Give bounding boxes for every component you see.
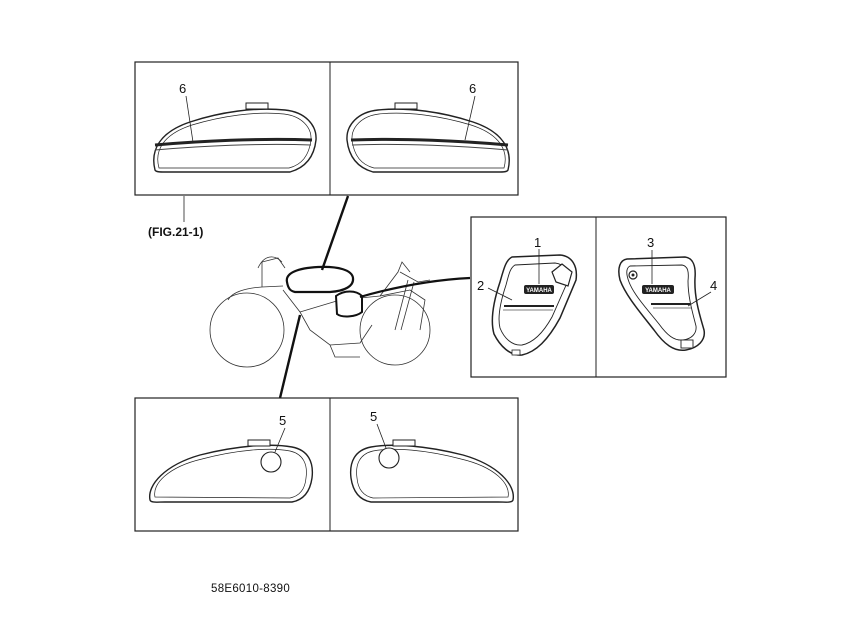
svg-text:6: 6	[179, 81, 186, 96]
tank-emblem-right	[378, 447, 400, 469]
side-cover-panel	[470, 216, 727, 378]
part-number: 58E6010-8390	[211, 583, 290, 595]
figure-reference: (FIG.21-1)	[148, 196, 203, 239]
callout-5-left: 5	[274, 413, 286, 453]
callout-2: 2	[477, 278, 513, 301]
svg-text:5: 5	[370, 409, 377, 424]
tank-right-plain	[349, 439, 515, 503]
tank-left-plain	[148, 439, 314, 503]
svg-text:2: 2	[477, 278, 484, 293]
top-panel	[134, 61, 519, 196]
callout-6-right: 6	[464, 81, 476, 141]
callout-5-right: 5	[370, 409, 387, 449]
callout-3: 3	[647, 235, 654, 284]
tank-right-striped	[345, 101, 511, 174]
emblem-badge-left	[524, 285, 554, 294]
tank-left-striped	[152, 101, 318, 174]
svg-text:6: 6	[469, 81, 476, 96]
bottom-panel	[134, 397, 519, 532]
motorcycle-outline	[209, 256, 431, 368]
side-cover-right: YAMAHA	[618, 256, 706, 352]
side-cover-left: YAMAHA	[491, 254, 578, 356]
emblem-badge-right	[642, 285, 674, 294]
svg-text:YAMAHA: YAMAHA	[645, 288, 671, 294]
callout-4: 4	[687, 278, 717, 307]
svg-text:(FIG.21-1): (FIG.21-1)	[148, 225, 203, 239]
svg-text:4: 4	[710, 278, 717, 293]
callout-6-left: 6	[179, 81, 194, 143]
leader-line-side-cover	[359, 276, 471, 299]
svg-text:YAMAHA: YAMAHA	[526, 288, 552, 294]
tank-emblem-left	[260, 451, 282, 473]
bike-tank-highlight	[285, 265, 363, 318]
svg-text:3: 3	[647, 235, 654, 250]
callout-1: 1	[534, 235, 541, 284]
svg-text:5: 5	[279, 413, 286, 428]
svg-text:1: 1	[534, 235, 541, 250]
leader-lines	[278, 195, 350, 399]
